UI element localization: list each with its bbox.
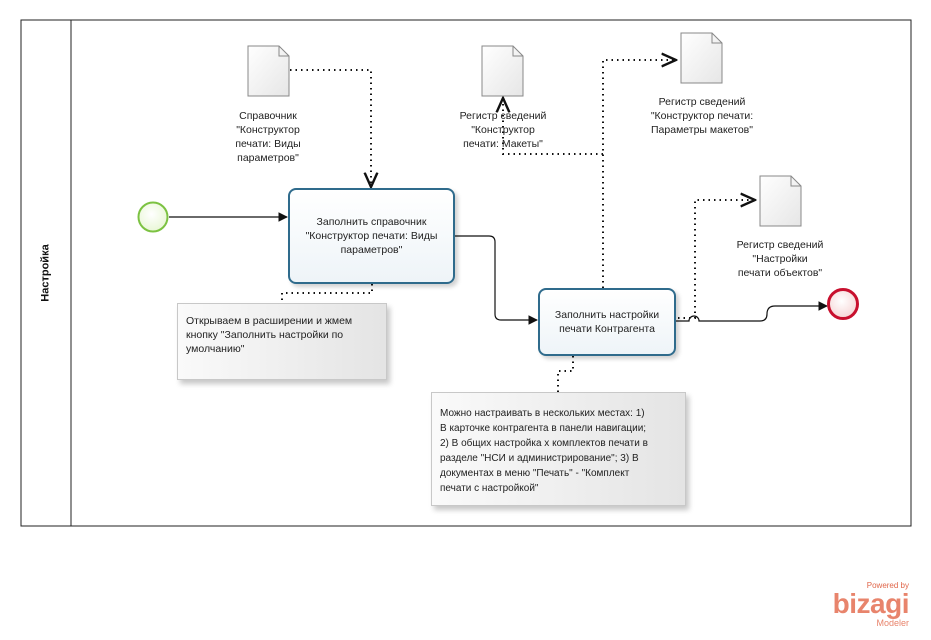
annotation-note[interactable]: Открываем в расширении и жмем кнопку "За… [177, 303, 387, 380]
document-label: Регистр сведений "Конструктор печати: Ма… [459, 110, 547, 150]
association[interactable] [503, 98, 603, 155]
pool-frame [20, 19, 912, 527]
association[interactable] [557, 356, 574, 392]
start-event[interactable] [137, 201, 169, 233]
document-label: Регистр сведений "Настройки печати объек… [736, 239, 824, 279]
sequence-flow[interactable] [455, 235, 538, 325]
modeler-text: Modeler [876, 618, 909, 628]
bizagi-logo: Powered by bizagi Modeler [832, 581, 910, 628]
powered-by-text: Powered by [866, 581, 909, 590]
task-fill-counterparty-print-settings[interactable]: Заполнить настройки печати Контрагента [538, 288, 676, 356]
document-icon[interactable] [759, 175, 802, 227]
association[interactable] [678, 200, 755, 319]
annotation-note[interactable]: Можно настраивать в нескольких местах: 1… [431, 392, 686, 506]
lane-title: Настройка [21, 20, 71, 526]
bizagi-wordmark: bizagi [832, 588, 910, 619]
document-label: Справочник "Конструктор печати: Виды пар… [235, 110, 301, 164]
task-fill-directory[interactable]: Заполнить справочник "Конструктор печати… [288, 188, 455, 284]
sequence-flow[interactable] [676, 301, 828, 322]
end-event[interactable] [827, 288, 859, 320]
association[interactable] [281, 284, 373, 303]
lane-title-text: Настройка [40, 244, 53, 302]
document-icon[interactable] [481, 45, 524, 97]
document-icon[interactable] [247, 45, 290, 97]
document-icon[interactable] [680, 32, 723, 84]
document-label: Регистр сведений "Конструктор печати: Па… [650, 96, 754, 136]
